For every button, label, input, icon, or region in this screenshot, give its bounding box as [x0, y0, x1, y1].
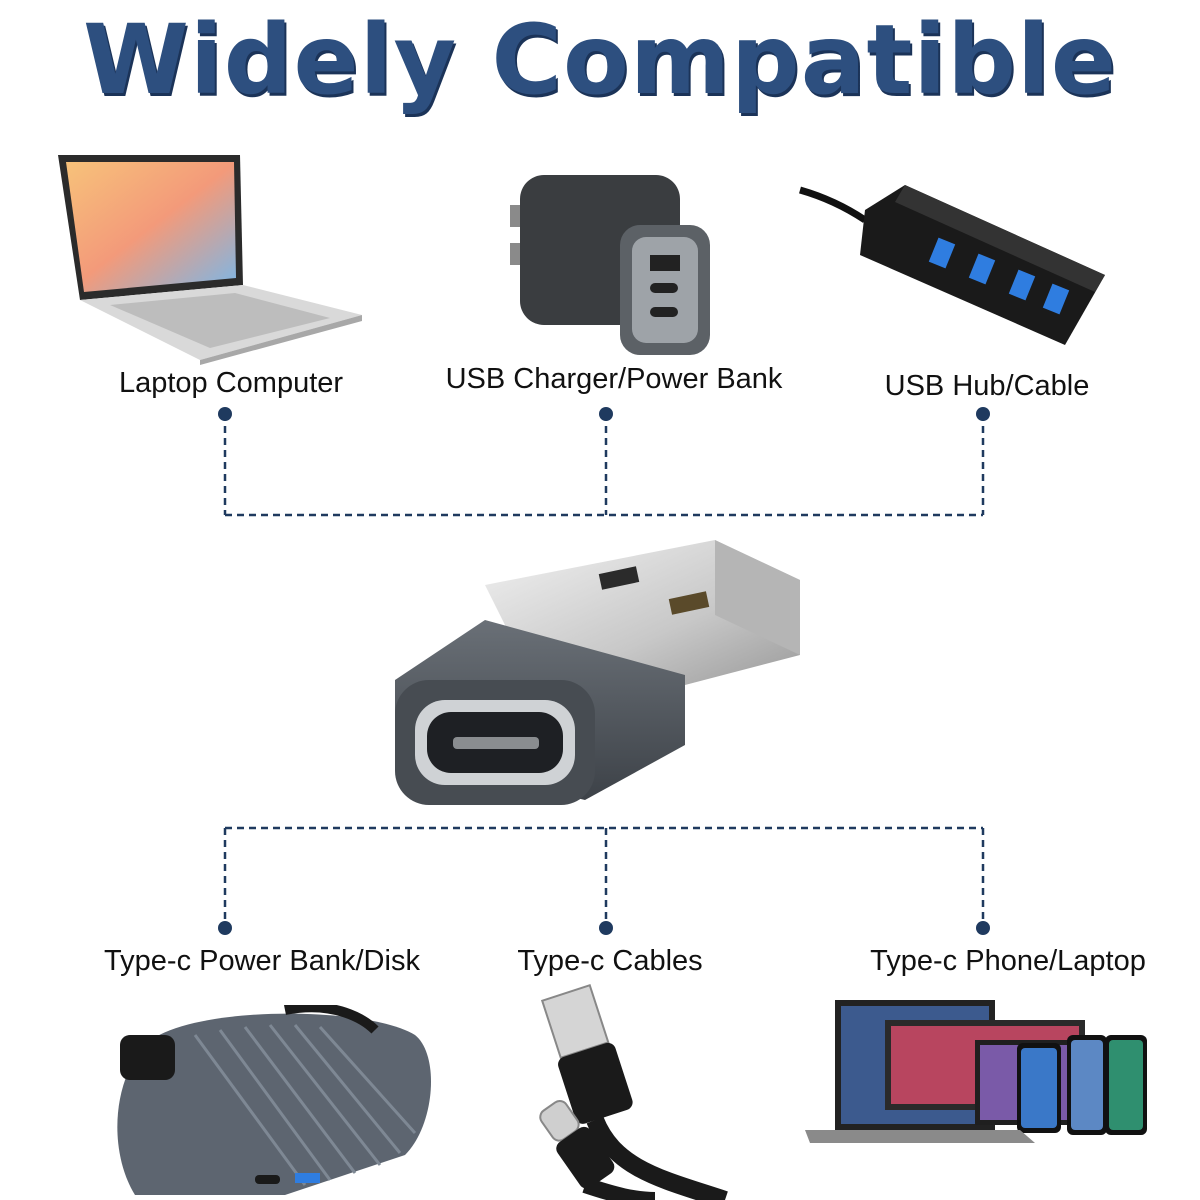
label-usb-hub-cable: USB Hub/Cable	[884, 370, 1090, 402]
phone-laptop-icon	[805, 995, 1155, 1145]
label-usb-charger-power-bank: USB Charger/Power Bank	[445, 363, 783, 395]
label-type-c-phone-laptop: Type-c Phone/Laptop	[870, 945, 1146, 977]
power-bank-icon	[105, 1005, 435, 1195]
label-laptop-computer: Laptop Computer	[118, 367, 344, 399]
label-type-c-power-bank-disk: Type-c Power Bank/Disk	[104, 945, 420, 977]
page-title: Widely Compatible	[83, 4, 1117, 116]
top-connector-lines	[0, 400, 1200, 530]
cable-icon	[525, 980, 740, 1200]
usb-hub-icon	[795, 180, 1110, 350]
label-type-c-cables: Type-c Cables	[517, 945, 703, 977]
charger-icon	[500, 165, 720, 360]
laptop-icon	[50, 150, 370, 365]
bottom-connector-lines	[0, 815, 1200, 945]
usb-a-to-type-c-adapter-icon	[385, 535, 805, 810]
